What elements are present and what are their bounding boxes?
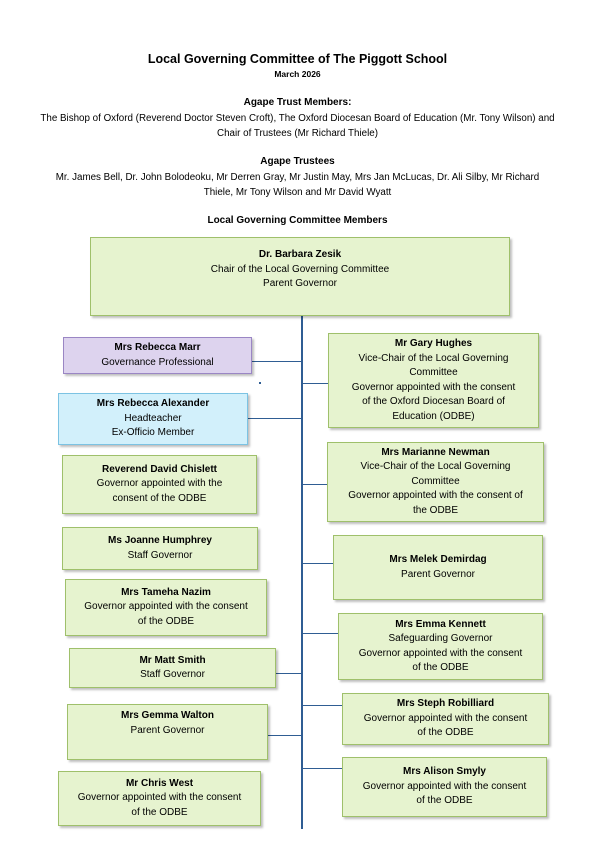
member-box: Mr Chris West Governor appointed with th… — [58, 771, 261, 826]
member-role: of the ODBE — [417, 727, 474, 739]
member-box: Mrs Rebecca Marr Governance Professional — [63, 337, 252, 374]
member-role: Governor appointed with the consent — [362, 780, 527, 792]
connector-right — [303, 383, 328, 384]
org-spine-line — [301, 314, 303, 829]
document-title: Local Governing Committee of The Piggott… — [147, 52, 448, 66]
member-role: Chair of the Local Governing Committee — [210, 263, 390, 275]
member-name: Dr. Barbara Zesik — [258, 249, 342, 260]
member-box: Reverend David Chislett Governor appoint… — [62, 455, 257, 514]
member-box: Ms Joanne Humphrey Staff Governor — [62, 527, 258, 570]
member-role: Education (ODBE) — [392, 410, 475, 422]
connector-right — [303, 484, 327, 485]
connector-left — [252, 361, 301, 362]
member-name: Mrs Emma Kennett — [395, 618, 486, 630]
member-box: Mrs Emma Kennett Safeguarding Governor G… — [338, 613, 543, 680]
member-name: Mrs Rebecca Alexander — [96, 398, 210, 410]
connector-right — [303, 705, 342, 706]
connector-left — [248, 418, 301, 419]
member-role: Governor appointed with the consent — [77, 792, 242, 804]
member-name: Mr Chris West — [125, 777, 194, 789]
member-role: Staff Governor — [127, 549, 193, 561]
trustees-heading: Agape Trustees — [260, 156, 335, 167]
member-box: Mrs Steph Robilliard Governor appointed … — [342, 693, 549, 745]
member-name: Mr Matt Smith — [139, 654, 206, 666]
stray-dot — [259, 382, 261, 384]
member-box: Mrs Melek Demirdag Parent Governor — [333, 535, 543, 600]
member-box: Mrs Tameha Nazim Governor appointed with… — [65, 579, 267, 636]
lgc-heading: Local Governing Committee Members — [207, 215, 388, 226]
member-name: Mrs Tameha Nazim — [121, 586, 211, 598]
member-name: Mrs Rebecca Marr — [114, 342, 201, 353]
member-role: of the ODBE — [412, 662, 469, 673]
member-box: Mrs Alison Smyly Governor appointed with… — [342, 757, 547, 817]
member-role: Staff Governor — [140, 669, 205, 680]
member-role: Committee — [409, 367, 458, 378]
member-name: Ms Joanne Humphrey — [108, 535, 212, 546]
trustees-text: Mr. James Bell, Dr. John Bolodeoku, Mr D… — [55, 172, 540, 198]
member-role: of the ODBE — [131, 806, 188, 818]
member-box: Mrs Gemma Walton Parent Governor — [67, 704, 268, 760]
member-role: Ex-Officio Member — [111, 427, 195, 439]
member-name: Mr Gary Hughes — [394, 338, 473, 349]
member-box: Mrs Marianne Newman Vice-Chair of the Lo… — [327, 442, 544, 522]
member-role: Parent Governor — [401, 568, 475, 580]
member-box: Mrs Rebecca Alexander Headteacher Ex-Off… — [58, 393, 248, 445]
member-role: Governor appointed with the consent — [358, 647, 523, 659]
connector-right — [303, 633, 338, 634]
member-role: Governor appointed with the consent — [84, 601, 248, 613]
document-date: March 2026 — [274, 69, 321, 79]
chair-box: Dr. Barbara Zesik Chair of the Local Gov… — [90, 237, 510, 316]
member-name: Reverend David Chislett — [101, 463, 218, 475]
member-role: of the ODBE — [416, 795, 473, 807]
member-role: consent of the ODBE — [112, 492, 207, 504]
member-role: of the ODBE — [137, 615, 195, 627]
member-role: Safeguarding Governor — [388, 633, 493, 644]
trust-members-text: The Bishop of Oxford (Reverend Doctor St… — [40, 113, 555, 139]
member-box: Mr Gary Hughes Vice-Chair of the Local G… — [328, 333, 539, 428]
member-name: Mrs Alison Smyly — [403, 766, 486, 778]
member-role: Vice-Chair of the Local Governing — [360, 461, 511, 473]
member-role: Governor appointed with the consent — [351, 381, 516, 393]
member-role: Vice-Chair of the Local Governing — [358, 352, 509, 364]
connector-right — [303, 768, 342, 769]
connector-right — [303, 563, 333, 564]
trust-members-heading: Agape Trust Members: — [243, 97, 352, 108]
member-name: Mrs Gemma Walton — [121, 710, 214, 721]
member-role: Governor appointed with the consent — [363, 712, 528, 724]
member-role: Governor appointed with the consent of — [348, 490, 523, 502]
member-name: Mrs Steph Robilliard — [396, 698, 495, 710]
member-role: Governor appointed with the — [96, 478, 223, 490]
member-name: Mrs Marianne Newman — [381, 446, 490, 458]
member-role: Headteacher — [124, 412, 182, 424]
member-name: Mrs Melek Demirdag — [389, 554, 487, 565]
member-role: Parent Governor — [130, 724, 205, 736]
member-role: Governance Professional — [101, 356, 214, 368]
member-role: the ODBE — [412, 504, 459, 516]
member-role: of the Oxford Diocesan Board of — [362, 396, 505, 407]
connector-left — [268, 735, 301, 736]
member-role: Committee — [411, 475, 460, 487]
member-role: Parent Governor — [263, 278, 337, 289]
connector-left — [268, 673, 301, 674]
member-box: Mr Matt Smith Staff Governor — [69, 648, 276, 688]
